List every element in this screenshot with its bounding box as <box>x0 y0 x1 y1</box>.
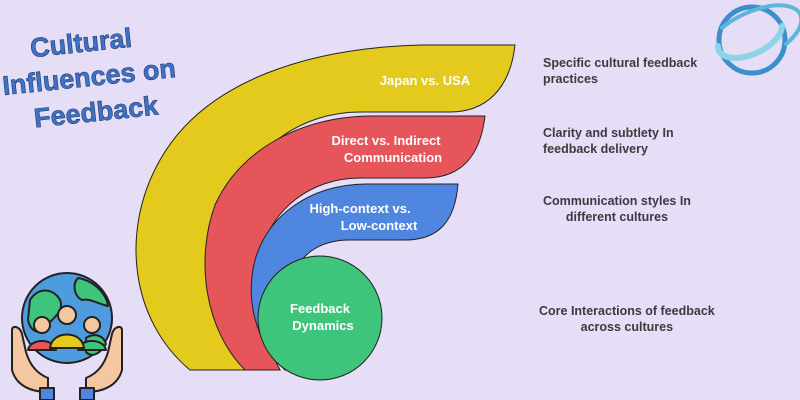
layer-label-3b: Low-context <box>341 218 418 233</box>
description-4: Core Interactions of feedback across cul… <box>539 303 715 335</box>
description-2-line-1: Clarity and subtlety In <box>543 126 674 140</box>
layer-label-2b: Communication <box>344 150 442 165</box>
diagram-title: Cultural Influences on Feedback <box>1 22 178 134</box>
globe-people-hands-icon <box>11 272 123 400</box>
layer-label-1: Japan vs. USA <box>380 73 471 88</box>
layer-label-4b: Dynamics <box>292 318 353 333</box>
description-2: Clarity and subtlety In feedback deliver… <box>543 125 674 157</box>
layer-shape-4 <box>257 255 383 381</box>
description-2-line-2: feedback delivery <box>543 142 648 156</box>
description-3: Communication styles In different cultur… <box>543 193 691 225</box>
layer-label-2a: Direct vs. Indirect <box>331 133 441 148</box>
layer-label-3a: High-context vs. <box>309 201 410 216</box>
description-4-line-2: across cultures <box>580 320 674 334</box>
description-1-line-2: practices <box>543 72 598 86</box>
description-1: Specific cultural feedback practices <box>543 55 697 87</box>
title-line-3: Feedback <box>33 91 161 134</box>
title-line-1: Cultural <box>29 23 134 63</box>
layer-label-4a: Feedback <box>290 301 351 316</box>
description-3-line-2: different cultures <box>565 210 669 224</box>
layer-shape-3 <box>250 183 459 372</box>
description-4-line-1: Core Interactions of feedback <box>539 304 715 318</box>
description-3-line-1: Communication styles In <box>543 194 691 208</box>
description-1-line-1: Specific cultural feedback <box>543 56 698 70</box>
ring-logo-icon <box>714 3 800 76</box>
